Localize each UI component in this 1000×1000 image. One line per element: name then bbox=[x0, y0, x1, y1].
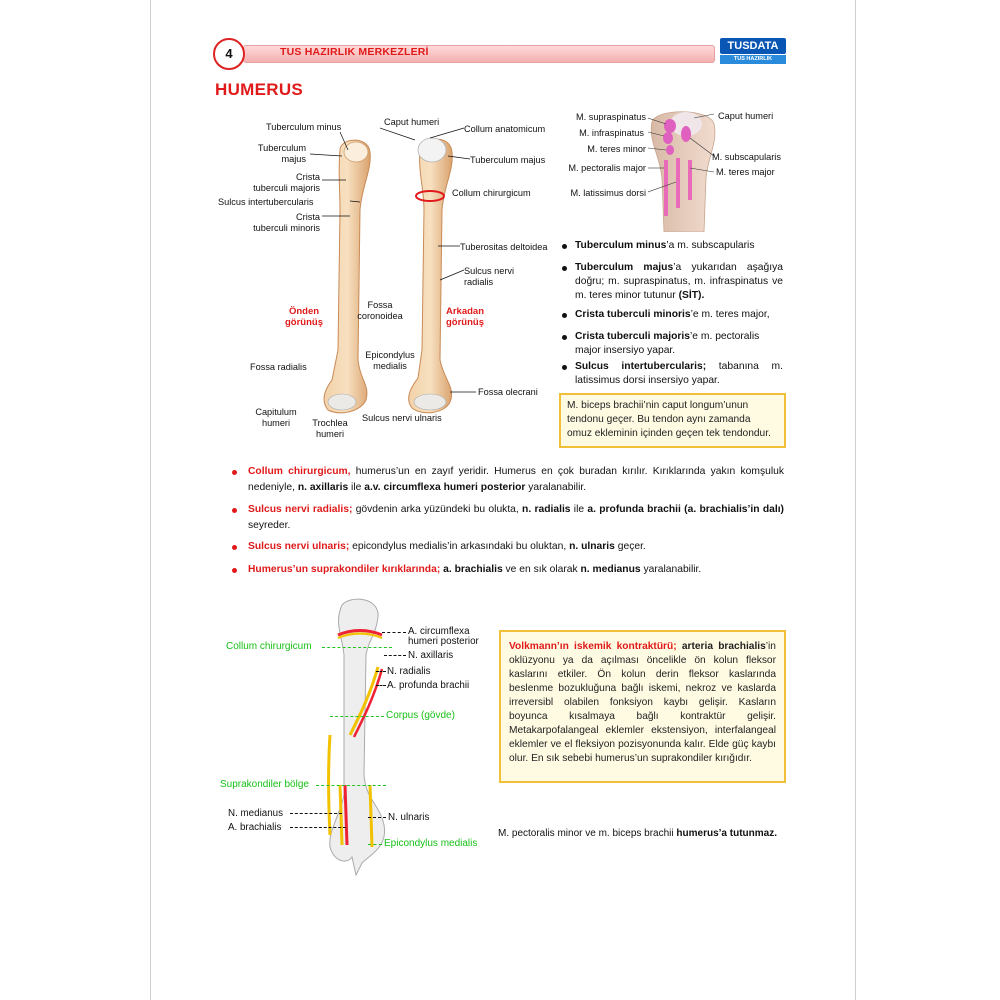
leader-collum bbox=[322, 647, 392, 648]
logo-main-text: TUSDATA bbox=[720, 38, 786, 54]
label-epicondylus-green: Epicondylus medialis bbox=[384, 838, 478, 849]
leader-radialis bbox=[376, 671, 386, 672]
section-title: HUMERUS bbox=[215, 80, 304, 99]
bullet-dot-red bbox=[232, 508, 237, 513]
footer-note: M. pectoralis minor ve m. biceps brachii… bbox=[498, 828, 777, 839]
label-collum-anatomicum: Collum anatomicum bbox=[464, 124, 546, 134]
label-a-circumflexa: A. circumflexa humeri posterior bbox=[408, 626, 479, 647]
label-suprakondiler-green: Suprakondiler bölge bbox=[220, 779, 309, 790]
right-bullet-4: Crista tuberculi majoris’e m. pectoralis… bbox=[575, 331, 760, 356]
right-bullet-3: Crista tuberculi minoris’e m. teres majo… bbox=[575, 309, 770, 320]
bullet-dot-red bbox=[232, 545, 237, 550]
bullet-dot bbox=[562, 335, 567, 340]
label-n-axillaris: N. axillaris bbox=[408, 650, 454, 661]
label-fossa-coronoidea: Fossa coronoidea bbox=[357, 300, 403, 321]
biceps-note-box: M. biceps brachii’nin caput longum’unun … bbox=[559, 393, 786, 448]
label-collum-chirurgicum: Collum chirurgicum bbox=[452, 188, 531, 198]
label-n-radialis: N. radialis bbox=[387, 666, 431, 677]
tusdata-logo: TUSDATA TUS HAZIRLIK MERKEZLERİ bbox=[720, 38, 786, 71]
proximal-humerus-muscle-attachments bbox=[648, 111, 716, 232]
leader-ulnaris bbox=[368, 817, 386, 818]
biceps-note-text: M. biceps brachii’nin caput longum’unun … bbox=[567, 400, 771, 439]
right-bullet-5: Sulcus intertubercularis; tabanına m. la… bbox=[575, 361, 783, 386]
volkmann-text: ’in oklüzyonu ya da açılması öncelikle ö… bbox=[509, 641, 776, 764]
volkmann-box: Volkmann’ın iskemik kontraktürü; arteria… bbox=[499, 630, 786, 783]
view-label-front: Önden görünüş bbox=[285, 306, 323, 328]
label-fossa-radialis: Fossa radialis bbox=[250, 362, 307, 372]
label-sulcus-nervi-radialis: Sulcus nervi radialis bbox=[464, 266, 515, 287]
label-fossa-olecrani: Fossa olecrani bbox=[478, 387, 538, 397]
label-tuberculum-majus-front: Tuberculum majus bbox=[257, 143, 306, 164]
bullet-dot bbox=[562, 313, 567, 318]
main-bullet-collum: Collum chirurgicum, humerus’un en zayıf … bbox=[248, 466, 784, 493]
label-m-pectoralis-major: M. pectoralis major bbox=[568, 163, 646, 173]
view-label-back: Arkadan görünüş bbox=[445, 306, 484, 328]
label-m-supraspinatus: M. supraspinatus bbox=[576, 112, 646, 122]
label-collum-chirurgicum-green: Collum chirurgicum bbox=[226, 641, 312, 652]
main-bullet-ulnaris: Sulcus nervi ulnaris; epicondylus medial… bbox=[248, 541, 646, 552]
leader-lines-figure1 bbox=[309, 127, 476, 393]
page-sheet bbox=[150, 0, 856, 1000]
main-bullet-radialis: Sulcus nervi radialis; gövdenin arka yüz… bbox=[248, 504, 784, 531]
leader-circumflexa bbox=[382, 632, 406, 633]
label-trochlea-humeri: Trochlea humeri bbox=[312, 418, 348, 439]
label-crista-tuberculi-majoris: Crista tuberculi majoris bbox=[253, 172, 320, 193]
leader-epicondylus bbox=[368, 844, 382, 845]
leader-profunda bbox=[376, 685, 386, 686]
label-m-teres-minor: M. teres minor bbox=[587, 144, 646, 154]
header-title: TUS HAZIRLIK MERKEZLERİ bbox=[280, 46, 429, 58]
label-epicondylus-medialis: Epicondylus medialis bbox=[365, 350, 415, 371]
leader-suprakondiler bbox=[316, 785, 386, 786]
right-bullet-1: Tuberculum minus’a m. subscapularis bbox=[575, 240, 755, 251]
volkmann-bold: arteria brachialis bbox=[676, 641, 766, 652]
label-sulcus-nervi-ulnaris: Sulcus nervi ulnaris bbox=[362, 413, 442, 423]
label-n-ulnaris: N. ulnaris bbox=[388, 812, 430, 823]
main-bullet-suprakondiler: Humerus’un suprakondiler kırıklarında; a… bbox=[248, 564, 702, 575]
label-corpus-green: Corpus (gövde) bbox=[386, 710, 455, 721]
leader-axillaris bbox=[384, 655, 406, 656]
label-m-teres-major: M. teres major bbox=[716, 167, 775, 177]
bullet-dot-red bbox=[232, 568, 237, 573]
leader-brachialis bbox=[290, 827, 346, 828]
label-m-subscapularis: M. subscapularis bbox=[712, 152, 781, 162]
label-n-medianus: N. medianus bbox=[228, 808, 283, 819]
label-sulcus-intertubercularis: Sulcus intertubercularis bbox=[218, 197, 314, 207]
bullet-dot bbox=[562, 244, 567, 249]
bullet-dot bbox=[562, 266, 567, 271]
humerus-nerve-vessel-diagram bbox=[327, 598, 386, 877]
label-tuberculum-minus: Tuberculum minus bbox=[266, 122, 342, 132]
label-caput-humeri-2: Caput humeri bbox=[718, 111, 774, 121]
bullet-dot bbox=[562, 365, 567, 370]
leader-medianus bbox=[290, 813, 342, 814]
label-caput-humeri: Caput humeri bbox=[384, 117, 440, 127]
label-a-profunda-brachii: A. profunda brachii bbox=[387, 680, 470, 691]
logo-sub-text: TUS HAZIRLIK MERKEZLERİ bbox=[720, 55, 786, 71]
label-a-brachialis: A. brachialis bbox=[228, 822, 282, 833]
humerus-front-view bbox=[323, 139, 371, 414]
label-tuberculum-majus-back: Tuberculum majus bbox=[470, 155, 546, 165]
right-bullet-2: Tuberculum majus’a yukarıdan aşağıya doğ… bbox=[575, 262, 783, 301]
label-m-latissimus-dorsi: M. latissimus dorsi bbox=[570, 188, 646, 198]
label-crista-tuberculi-minoris: Crista tuberculi minoris bbox=[253, 212, 320, 233]
label-capitulum-humeri: Capitulum humeri bbox=[255, 407, 297, 428]
humerus-illustration bbox=[323, 137, 453, 414]
leader-corpus bbox=[330, 716, 384, 717]
page-number: 4 bbox=[213, 38, 245, 70]
label-m-infraspinatus: M. infraspinatus bbox=[579, 128, 644, 138]
humerus-back-view bbox=[408, 137, 453, 414]
label-tuberositas-deltoidea: Tuberositas deltoidea bbox=[460, 242, 548, 252]
bullet-dot-red bbox=[232, 470, 237, 475]
volkmann-title: Volkmann’ın iskemik kontraktürü; bbox=[509, 641, 677, 652]
